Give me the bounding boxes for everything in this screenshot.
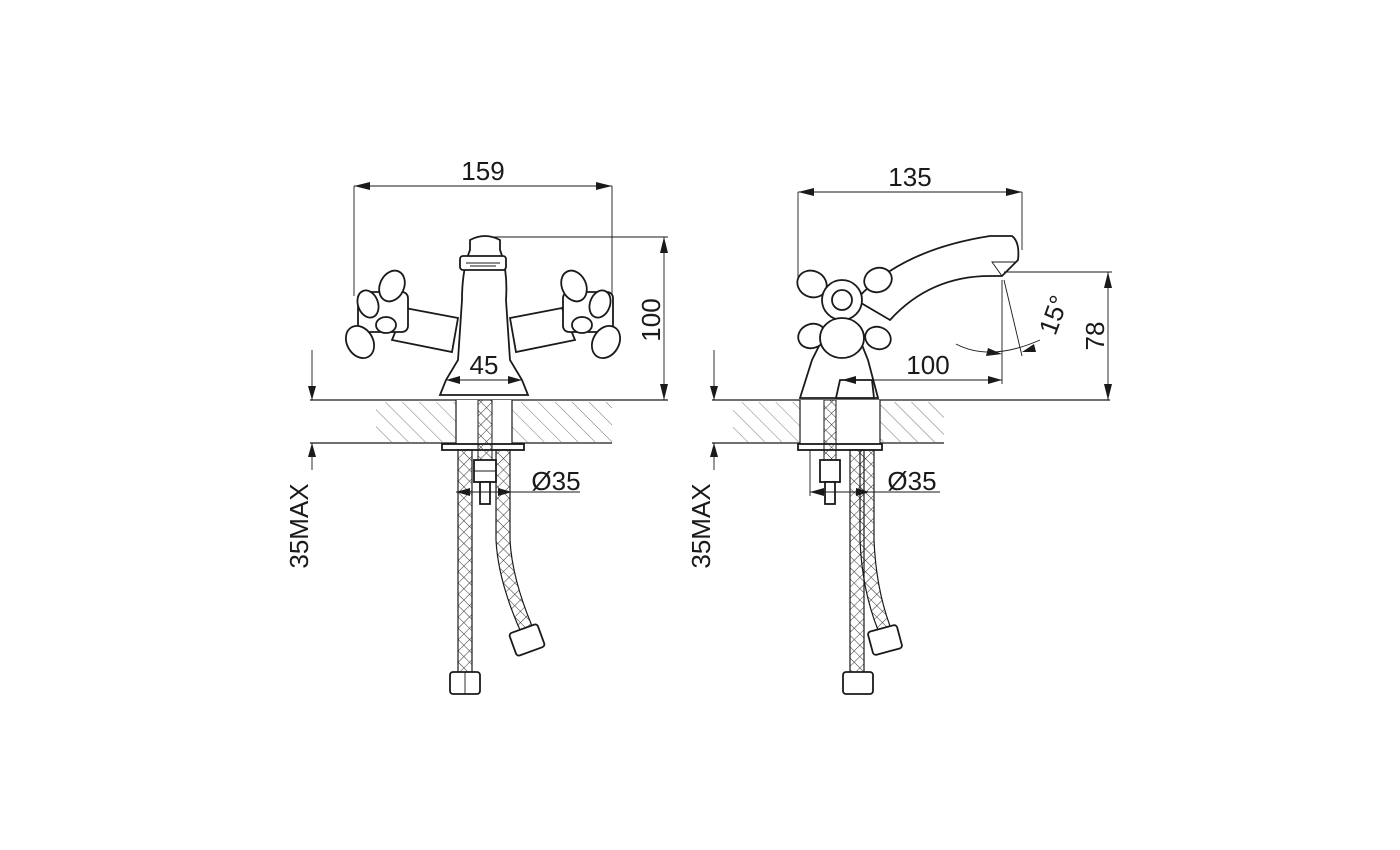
- side-hole-label: Ø35: [887, 466, 936, 496]
- side-depth-dimension: 135: [797, 162, 1023, 278]
- side-angle-dimension: 15°: [955, 279, 1075, 357]
- side-height-dimension: 78: [1004, 271, 1112, 400]
- side-thickness-dimension: 35MAX: [686, 350, 718, 569]
- side-view: 135 78 100 15°: [686, 162, 1112, 695]
- side-hole-dimension: Ø35: [809, 450, 940, 496]
- side-angle-label: 15°: [1033, 291, 1075, 338]
- front-hole-label: Ø35: [531, 466, 580, 496]
- front-thickness-dimension: 35MAX: [284, 350, 316, 569]
- side-depth-label: 135: [888, 162, 931, 192]
- side-thickness-label: 35MAX: [686, 483, 716, 568]
- side-hoses: [842, 449, 903, 695]
- side-faucet-body: [798, 235, 1020, 399]
- side-countertop: [712, 399, 1110, 451]
- front-spacing-label: 45: [470, 350, 499, 380]
- front-faucet-body: [390, 235, 577, 396]
- side-reach-label: 100: [906, 350, 949, 380]
- front-mounting-stud: [473, 399, 497, 505]
- side-cross-handle: [796, 266, 893, 359]
- front-height-label: 100: [636, 298, 666, 341]
- front-spacing-dimension: 45: [446, 350, 522, 384]
- front-view: 159 100 45 Ø35: [284, 156, 668, 695]
- front-thickness-label: 35MAX: [284, 483, 314, 568]
- front-height-dimension: 100: [490, 236, 668, 400]
- front-hole-dimension: Ø35: [456, 466, 581, 496]
- front-width-label: 159: [461, 156, 504, 186]
- front-left-handle: [344, 269, 409, 359]
- side-reach-dimension: 100: [842, 280, 1003, 384]
- front-hoses: [449, 449, 546, 695]
- side-height-label: 78: [1080, 322, 1110, 351]
- front-width-dimension: 159: [353, 156, 613, 296]
- front-right-handle: [560, 269, 622, 359]
- side-mounting-stud: [819, 399, 841, 505]
